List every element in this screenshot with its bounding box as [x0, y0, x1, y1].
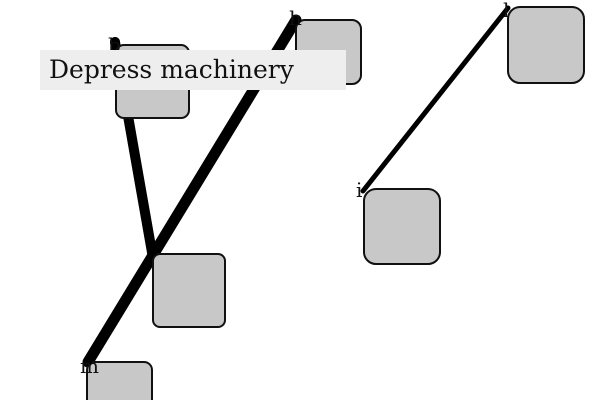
tooltip: Depress machinery — [40, 50, 346, 90]
tooltip-text: Depress machinery — [49, 55, 294, 84]
edge-dot-m — [84, 358, 92, 366]
node-l-box[interactable] — [507, 6, 585, 84]
node-label-i: i — [356, 178, 362, 202]
node-label-m: m — [80, 354, 99, 378]
edge-dot-h — [291, 15, 301, 25]
edge-l-i[interactable] — [360, 5, 511, 194]
node-center-box[interactable] — [152, 253, 226, 328]
edge-dot-b — [110, 37, 120, 47]
node-m-box[interactable] — [86, 361, 153, 400]
node-i-box[interactable] — [363, 188, 441, 265]
node-label-l: l — [503, 0, 509, 22]
node-label-h: h — [289, 6, 302, 30]
